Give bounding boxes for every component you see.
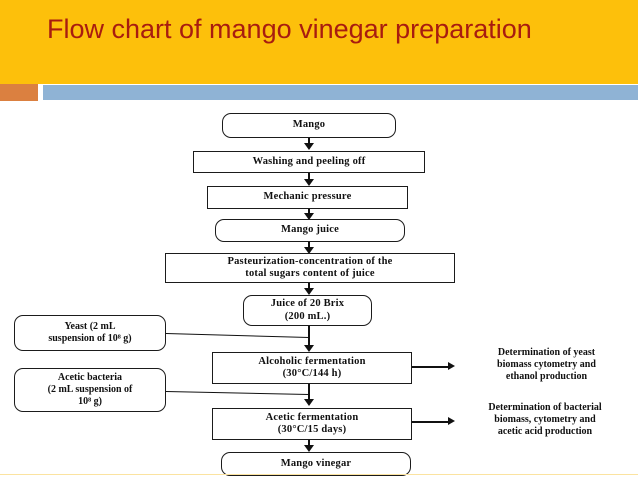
arrow-mango-to-washing — [304, 143, 314, 150]
page-title: Flow chart of mango vinegar preparation — [47, 14, 532, 44]
arrow-right-yeast-determination — [448, 362, 455, 370]
connector-brix-alcoholic — [308, 326, 310, 348]
flow-node-mechanic-pressure[interactable]: Mechanic pressure — [207, 186, 408, 209]
output-annotation-yeast-determination: Determination of yeast biomass cytometry… — [497, 347, 596, 382]
accent-bar-gap — [38, 84, 43, 101]
arrow-alcoholic-to-acetic — [304, 399, 314, 406]
connector-acetic-to-bacterial-determination — [412, 421, 450, 423]
connector-acetic-bacteria-to-acetic-ferm — [165, 391, 309, 396]
flow-node-juice-20-brix[interactable]: Juice of 20 Brix (200 mL.) — [243, 295, 372, 326]
connector-mechanic-juice — [308, 209, 310, 216]
slide-header-band — [0, 0, 638, 84]
accent-bar-orange — [0, 84, 38, 101]
accent-bar-blue — [43, 85, 638, 100]
connector-acetic-vinegar — [308, 440, 310, 448]
connector-alcoholic-to-yeast-determination — [412, 366, 450, 368]
connector-pasteurization-brix — [308, 283, 310, 292]
output-annotation-bacterial-determination: Determination of bacterial biomass, cyto… — [488, 402, 602, 437]
flow-node-mango[interactable]: Mango — [222, 113, 396, 138]
arrow-mechanic-to-juice — [304, 213, 314, 220]
flow-node-washing[interactable]: Washing and peeling off — [193, 151, 425, 173]
flow-chart-canvas: Mango Washing and peeling off Mechanic p… — [0, 101, 638, 479]
arrow-brix-to-alcoholic — [304, 345, 314, 352]
flow-node-alcoholic-fermentation[interactable]: Alcoholic fermentation (30°C/144 h) — [212, 352, 412, 384]
arrow-juice-to-pasteurization — [304, 247, 314, 254]
flow-node-acetic-fermentation[interactable]: Acetic fermentation (30°C/15 days) — [212, 408, 412, 440]
flow-node-mango-vinegar[interactable]: Mango vinegar — [221, 452, 411, 476]
connector-mango-washing — [308, 138, 310, 145]
arrow-washing-to-mechanic — [304, 179, 314, 186]
connector-washing-mechanic — [308, 173, 310, 181]
input-node-yeast[interactable]: Yeast (2 mL suspension of 10⁸ g) — [14, 315, 166, 351]
input-node-acetic-bacteria[interactable]: Acetic bacteria (2 mL suspension of 10⁸ … — [14, 368, 166, 412]
arrow-acetic-to-vinegar — [304, 445, 314, 452]
connector-yeast-to-alcoholic — [165, 333, 309, 339]
arrow-right-bacterial-determination — [448, 417, 455, 425]
slide-bottom-rule — [0, 474, 638, 475]
flow-node-pasteurization[interactable]: Pasteurization-concentration of the tota… — [165, 253, 455, 283]
flow-node-mango-juice[interactable]: Mango juice — [215, 219, 405, 242]
connector-alcoholic-acetic — [308, 384, 310, 402]
arrow-pasteurization-to-brix — [304, 288, 314, 295]
connector-juice-pasteurization — [308, 242, 310, 250]
